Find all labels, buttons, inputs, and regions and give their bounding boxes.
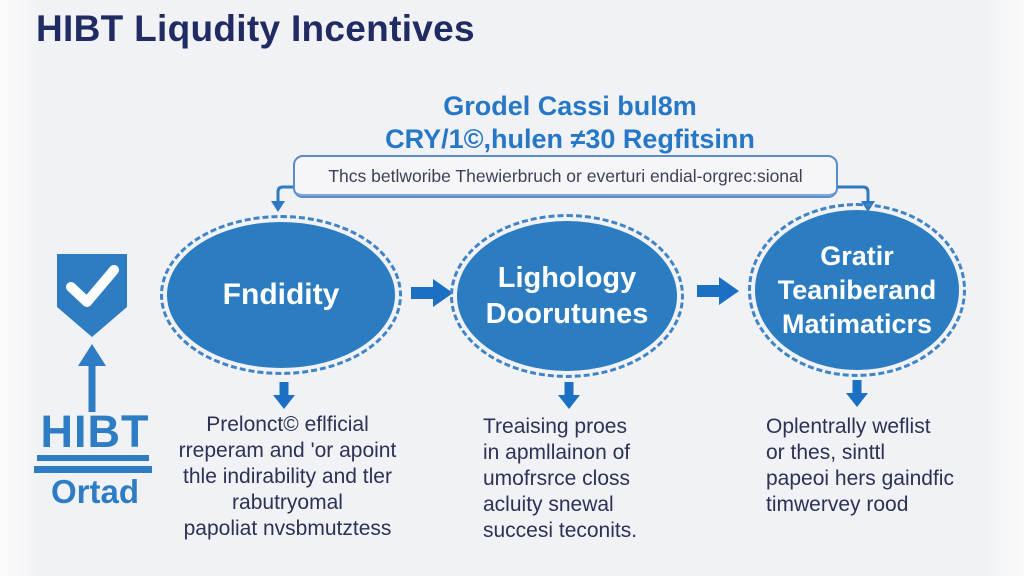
node-label: Teaniberand bbox=[777, 275, 937, 305]
description-line: thle indirability and tler bbox=[183, 465, 392, 488]
connector-left bbox=[271, 185, 293, 212]
description-box-text: Thcs betlworibe Thewierbruch or everturi… bbox=[328, 166, 803, 186]
arrow-right-icon bbox=[697, 277, 739, 305]
brand-underline-1 bbox=[37, 455, 149, 461]
description-line: rreperam and 'or apoint bbox=[178, 439, 397, 462]
arrow-down-icon bbox=[846, 380, 868, 407]
node-label: Gratir bbox=[820, 241, 894, 271]
node-label: Lighology bbox=[497, 262, 637, 294]
description-box: Thcs betlworibe Thewierbruch or everturi… bbox=[293, 155, 838, 198]
center-heading-line-1: Grodel Cassi bul8m bbox=[443, 91, 697, 121]
description-line: succesi teconits. bbox=[483, 519, 638, 542]
center-heading-line-2: CRY/1©,hulen ≠30 Regfitsinn bbox=[385, 124, 755, 154]
node-description-3: Oplentrally weflist or thes, sinttl pape… bbox=[766, 414, 1016, 518]
node-ellipse-2: Lighology Doorutunes bbox=[450, 214, 684, 378]
node-ellipse-3-body: Gratir Teaniberand Matimaticrs bbox=[755, 210, 959, 370]
arrow-down-icon bbox=[558, 382, 580, 409]
description-line: papeoi hers gaindfic bbox=[766, 467, 954, 490]
description-line: umofrsrce closs bbox=[483, 467, 631, 490]
description-line: acluity snewal bbox=[483, 493, 614, 516]
node-description-1: Prelonct© eflficial rreperam and 'or apo… bbox=[145, 412, 430, 542]
brand-tagline: Ortad bbox=[50, 473, 139, 510]
shield-check-icon bbox=[57, 254, 127, 337]
arrow-up-icon bbox=[78, 344, 106, 412]
brand-logo: HIBT bbox=[40, 406, 150, 457]
brand-underline-2 bbox=[34, 466, 152, 473]
description-line: rabutryomal bbox=[232, 491, 343, 514]
node-ellipse-3: Gratir Teaniberand Matimaticrs bbox=[748, 203, 966, 377]
description-line: Treaising proes bbox=[483, 415, 627, 438]
node-label: Matimaticrs bbox=[781, 309, 933, 339]
node-label: Doorutunes bbox=[485, 298, 649, 330]
arrow-down-icon bbox=[273, 382, 295, 409]
node-ellipse-1-body: Fndidity bbox=[167, 222, 395, 368]
description-line: timwervey rood bbox=[766, 493, 909, 516]
description-line: papoliat nvsbmutztess bbox=[183, 517, 392, 540]
node-label: Fndidity bbox=[222, 278, 340, 311]
description-line: Oplentrally weflist bbox=[766, 415, 931, 438]
node-ellipse-2-body: Lighology Doorutunes bbox=[457, 221, 677, 371]
node-ellipse-1: Fndidity bbox=[160, 215, 402, 375]
arrow-right-icon bbox=[411, 279, 453, 307]
description-line: Prelonct© eflficial bbox=[206, 413, 369, 436]
node-description-2: Treaising proes in apmllainon of umofrsr… bbox=[483, 414, 713, 544]
page-title: HIBT Liqudity Incentives bbox=[36, 8, 475, 49]
description-line: or thes, sinttl bbox=[766, 441, 886, 464]
center-heading: Grodel Cassi bul8m CRY/1©,hulen ≠30 Regf… bbox=[280, 90, 860, 156]
description-line: in apmllainon of bbox=[483, 441, 631, 464]
